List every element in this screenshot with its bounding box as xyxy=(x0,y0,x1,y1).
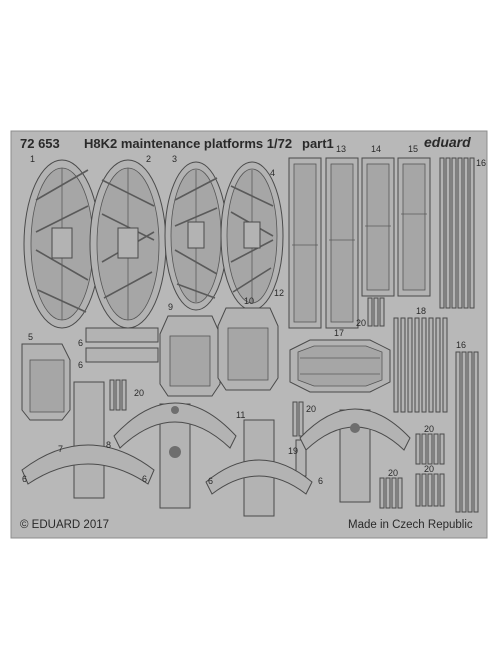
part-number-18: 18 xyxy=(416,306,426,316)
oval-platform-4 xyxy=(220,161,284,311)
trestle-11 xyxy=(205,419,313,517)
part-number-15: 15 xyxy=(408,144,418,154)
part-number-17: 17 xyxy=(334,328,344,338)
part-number-19: 19 xyxy=(288,446,298,456)
rails-16-bottom xyxy=(455,351,479,513)
part-number-6b: 6 xyxy=(78,360,83,370)
part-number-14: 14 xyxy=(371,144,381,154)
part-number-16a: 16 xyxy=(476,158,486,168)
part-number-20b: 20 xyxy=(134,388,144,398)
pins-20-f xyxy=(415,473,445,507)
pins-20-e xyxy=(379,477,403,509)
part-label: part1 xyxy=(302,136,334,151)
part-number-7: 7 xyxy=(58,444,63,454)
part-number-1: 1 xyxy=(30,154,35,164)
part-number-4: 4 xyxy=(270,168,275,178)
platform-17 xyxy=(289,339,391,393)
ladder-panel-14 xyxy=(361,157,395,297)
part-number-3: 3 xyxy=(172,154,177,164)
step-10 xyxy=(217,307,279,391)
ladder-panel-12 xyxy=(288,157,322,329)
part-number-5: 5 xyxy=(28,332,33,342)
oval-platform-3 xyxy=(164,161,228,311)
step-5 xyxy=(21,343,71,421)
part-number-12: 12 xyxy=(274,288,284,298)
part-number-10: 10 xyxy=(244,296,254,306)
part-number-16b: 16 xyxy=(456,340,466,350)
trestle-right xyxy=(299,408,411,503)
pins-20-d xyxy=(415,433,445,465)
trestle-7 xyxy=(21,381,155,499)
step-9 xyxy=(159,315,221,397)
trestle-8 xyxy=(113,402,237,509)
part-number-6f: 6 xyxy=(318,476,323,486)
brand-logo: eduard xyxy=(424,134,471,150)
oval-platform-2 xyxy=(89,159,167,329)
part-number-6d: 6 xyxy=(142,474,147,484)
fret-title: H8K2 maintenance platforms 1/72 xyxy=(84,136,292,151)
ladder-panel-15 xyxy=(397,157,431,297)
part-number-20e: 20 xyxy=(388,468,398,478)
brackets-6-top xyxy=(85,327,159,363)
ladder-panel-13 xyxy=(325,157,359,329)
set-number: 72 653 xyxy=(20,136,60,151)
oval-platform-1 xyxy=(23,159,101,329)
rails-18 xyxy=(393,317,448,413)
rails-16-top xyxy=(439,157,475,309)
part-number-6e: 6 xyxy=(208,476,213,486)
part-number-8: 8 xyxy=(106,440,111,450)
copyright: © EDUARD 2017 xyxy=(20,519,109,531)
part-number-6c: 6 xyxy=(22,474,27,484)
part-number-20d: 20 xyxy=(424,424,434,434)
pins-20-a xyxy=(367,297,385,327)
pins-20-c xyxy=(292,401,304,437)
part-number-13: 13 xyxy=(336,144,346,154)
pins-20-b xyxy=(109,379,127,411)
part-number-20f: 20 xyxy=(424,464,434,474)
part-number-11: 11 xyxy=(236,410,245,420)
part-number-20c: 20 xyxy=(306,404,316,414)
part-number-9: 9 xyxy=(168,302,173,312)
part-number-6a: 6 xyxy=(78,338,83,348)
made-in: Made in Czech Republic xyxy=(348,519,473,531)
part-number-20a: 20 xyxy=(356,318,366,328)
part-number-2: 2 xyxy=(146,154,151,164)
